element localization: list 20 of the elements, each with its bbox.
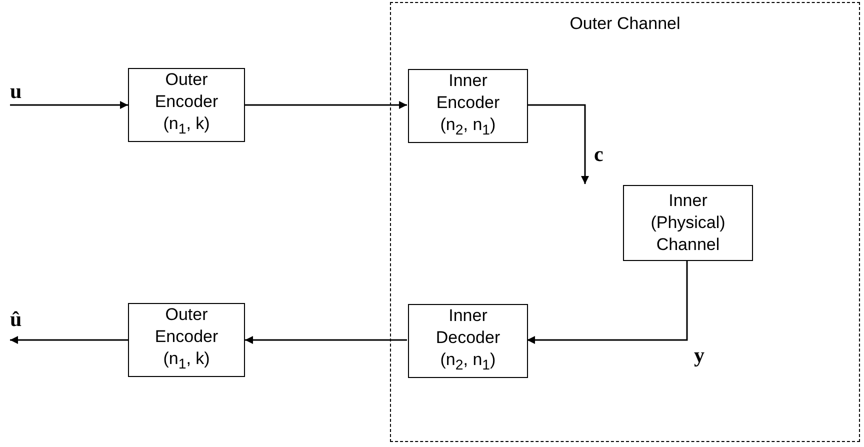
process-box (128, 303, 245, 377)
arrow (527, 104, 589, 184)
process-box (128, 68, 245, 142)
process-box (623, 185, 753, 261)
arrow (245, 336, 407, 344)
arrow (10, 101, 128, 109)
arrow (245, 101, 407, 109)
signal-label: u (10, 80, 22, 102)
box-label: Outer Encoder (n$_{1}$, k) (154, 304, 220, 375)
box-label: Inner Encoder (n$_{2}$, n$_{1}$) (435, 70, 501, 141)
arrow (10, 336, 128, 344)
process-box (408, 304, 528, 378)
box-label: Inner Decoder (n$_{2}$, n$_{1}$) (434, 305, 502, 376)
box-label: Inner (Physical) Channel (650, 190, 726, 256)
box-label: Outer Channel (570, 13, 680, 35)
signal-label: û (10, 308, 22, 330)
box-label: Outer Encoder (n$_{1}$, k) (154, 69, 220, 140)
arrow (527, 260, 688, 344)
process-box (408, 69, 528, 143)
channel-boundary (390, 2, 860, 442)
